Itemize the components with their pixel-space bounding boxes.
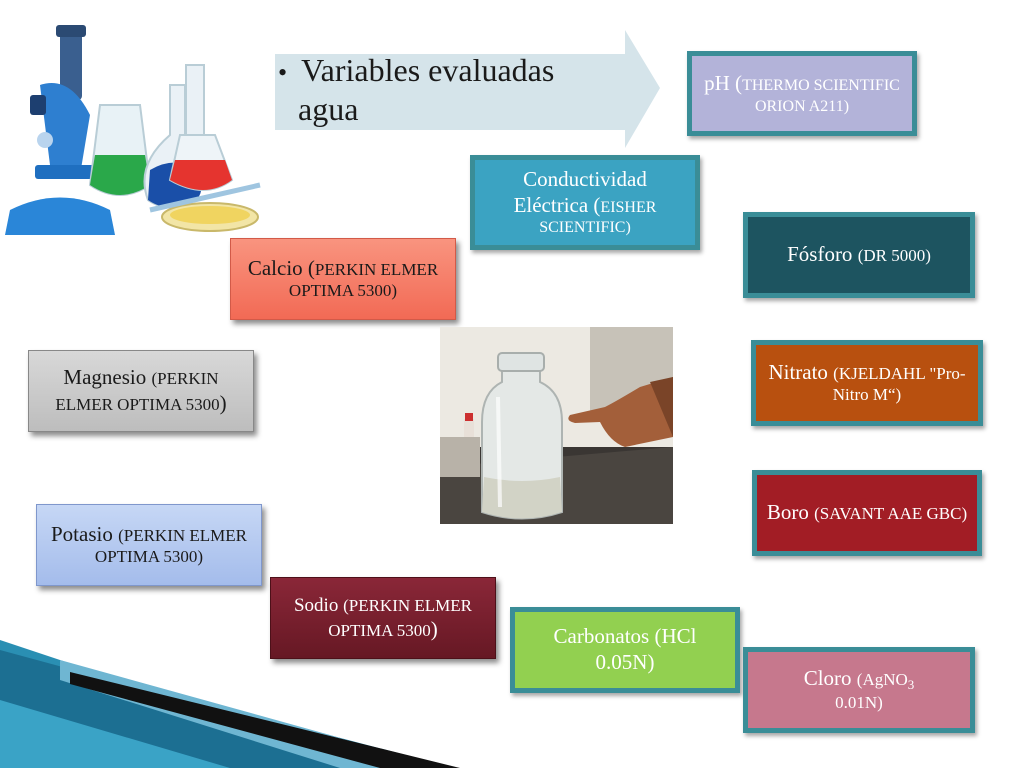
magnesio-instrument: (PERKIN ELMER OPTIMA 5300	[55, 369, 220, 414]
potasio-label: Potasio	[50, 521, 119, 546]
nitrato-box: Nitrato (KJELDAHL "Pro-Nitro M“)	[751, 340, 983, 426]
cloro-instrument: (AgNO	[856, 670, 908, 690]
title-bullet: •	[278, 58, 288, 87]
calcio-box: Calcio (PERKIN ELMER OPTIMA 5300)	[230, 238, 456, 320]
ph-instrument: THERMO SCIENTIFIC ORION A211)	[742, 77, 900, 115]
arrow-shape	[275, 30, 660, 148]
magnesio-close: )	[219, 391, 227, 415]
carbonatos-box: Carbonatos (HCl 0.05N)	[510, 607, 740, 693]
decorative-stripes	[0, 640, 460, 768]
magnesio-label: Magnesio	[63, 365, 152, 390]
ph-box: pH (THERMO SCIENTIFIC ORION A211)	[687, 51, 917, 136]
sodio-instrument: (PERKIN ELMER OPTIMA 5300	[328, 595, 473, 640]
boro-instrument: (SAVANT AAE GBC)	[814, 504, 968, 524]
title-arrow	[275, 30, 660, 148]
sodio-box: Sodio (PERKIN ELMER OPTIMA 5300)	[270, 577, 496, 659]
title-line2: agua	[298, 91, 359, 127]
carbonatos-line1: Carbonatos (HCl	[553, 624, 697, 649]
cloro-box: Cloro (AgNO3 0.01N)	[743, 647, 975, 733]
carbonatos-line2: 0.05N)	[595, 650, 655, 674]
fosforo-label: Fósforo	[787, 242, 858, 267]
conductividad-line1: Conductividad	[523, 167, 647, 192]
cloro-line2: 0.01N)	[835, 693, 883, 713]
nitrato-instrument: (KJELDAHL "Pro-Nitro M“)	[832, 363, 966, 405]
calcio-instrument: PERKIN ELMER OPTIMA 5300)	[288, 259, 439, 301]
conductividad-line3: SCIENTIFIC)	[539, 219, 631, 237]
cloro-subscript: 3	[907, 677, 915, 693]
boro-label: Boro	[766, 500, 815, 525]
title-text: • Variables evaluadas agua	[278, 52, 554, 127]
fosforo-instrument: (DR 5000)	[857, 246, 931, 266]
sodio-close: )	[430, 616, 438, 641]
potasio-box: Potasio (PERKIN ELMER OPTIMA 5300)	[36, 504, 262, 586]
water-sample-photo	[440, 327, 673, 524]
title-line1: Variables evaluadas	[301, 52, 555, 88]
magnesio-box: Magnesio (PERKIN ELMER OPTIMA 5300)	[28, 350, 254, 432]
conductividad-line2: Eléctrica (	[513, 192, 601, 217]
conductividad-instrument: EISHER	[600, 198, 657, 216]
fosforo-box: Fósforo (DR 5000)	[743, 212, 975, 298]
conductividad-box: Conductividad Eléctrica (EISHER SCIENTIF…	[470, 155, 700, 250]
lab-equipment-image	[0, 25, 272, 250]
cloro-label: Cloro	[803, 666, 857, 691]
potasio-instrument: (PERKIN ELMER OPTIMA 5300)	[94, 525, 247, 567]
sodio-label: Sodio	[293, 594, 344, 616]
nitrato-label: Nitrato	[768, 359, 834, 384]
ph-label: pH (	[704, 71, 743, 96]
boro-box: Boro (SAVANT AAE GBC)	[752, 470, 982, 556]
calcio-label: Calcio (	[247, 255, 315, 280]
